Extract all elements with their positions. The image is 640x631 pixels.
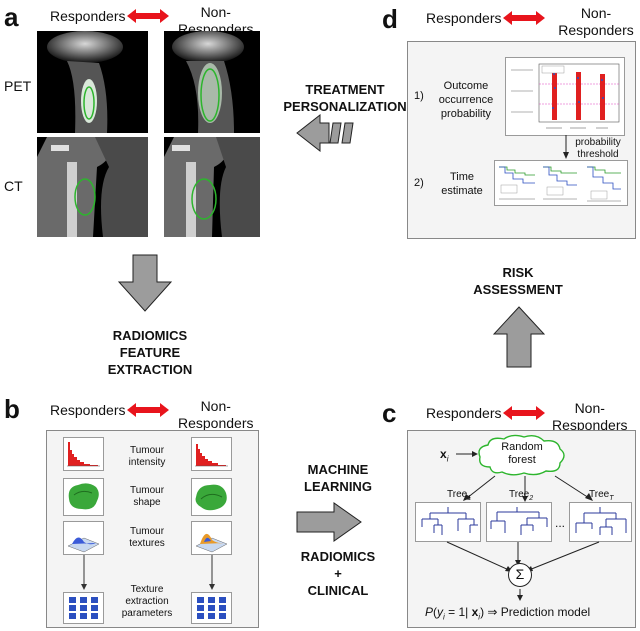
tree-t-box <box>569 502 632 542</box>
panel-d-label: d <box>382 4 398 34</box>
panel-c-nonresponders-label: Non- Responders <box>552 400 628 433</box>
panel-a-label: a <box>4 2 19 32</box>
input-vector-label: xi <box>440 447 449 464</box>
tree-t-label: TreeT <box>589 489 614 502</box>
treatment-personalization-label: TREATMENT PERSONALIZATION <box>283 82 407 114</box>
feature-parameters-label: Texture extraction parameters <box>121 584 173 619</box>
tree-2-box <box>486 502 552 542</box>
survival-curves-box <box>494 160 628 206</box>
texture-plot-responder <box>63 521 104 555</box>
feature-shape-label: Tumour shape <box>129 485 165 508</box>
probability-threshold-label: probability threshold <box>575 137 621 160</box>
random-forest-cloud <box>478 434 565 476</box>
ct-nonresponder-image <box>164 137 260 237</box>
threshold-arrow <box>563 135 569 159</box>
panel-d-double-arrow <box>503 11 545 25</box>
shape-render-nonresponder <box>191 478 232 516</box>
arrow-a-to-b <box>118 254 172 312</box>
step-2-number: 2) <box>414 177 424 189</box>
intensity-histogram-nonresponder <box>191 437 232 471</box>
panel-d-responders-label: Responders <box>426 10 502 26</box>
panel-d-nonresponders-label: Non-Responders <box>558 5 634 38</box>
shape-render-responder <box>63 478 104 516</box>
pet-responder-image <box>37 31 148 133</box>
pet-label: PET <box>4 78 32 94</box>
panel-b-nonresponders-label: Non- Responders <box>178 398 254 431</box>
sum-to-model-arrow <box>517 589 523 601</box>
ct-responder-image <box>37 137 148 237</box>
trees-ellipsis: ... <box>555 516 566 530</box>
prediction-model-formula: P(yi = 1| xi) ⇒ Prediction model <box>425 605 591 622</box>
parameter-grid-responder <box>63 592 104 624</box>
panel-a-responders-label: Responders <box>50 8 126 24</box>
texture-plot-nonresponder <box>191 521 232 555</box>
intensity-histogram-responder <box>63 437 104 471</box>
texture-connector-nonresponder <box>209 555 215 590</box>
panel-c-double-arrow <box>503 406 545 420</box>
panel-b-responders-label: Responders <box>50 402 126 418</box>
panel-c-label: c <box>382 398 397 428</box>
time-estimate-label: Time estimate <box>441 171 483 197</box>
step-1-number: 1) <box>414 90 424 102</box>
panel-c-responders-label: Responders <box>426 405 502 421</box>
sum-circle <box>508 563 532 587</box>
forest-to-trees-arrows <box>463 475 593 502</box>
probability-scatter-plot <box>505 57 625 136</box>
arrow-d-to-a <box>296 114 354 152</box>
feature-intensity-label: Tumour intensity <box>128 445 166 468</box>
ct-label: CT <box>4 178 23 194</box>
radiomics-clinical-label: RADIOMICS + CLINICAL <box>300 549 376 598</box>
texture-connector-responder <box>81 555 87 590</box>
panel-a-double-arrow <box>127 9 169 23</box>
panel-b-double-arrow <box>127 403 169 417</box>
tree-1-box <box>415 502 481 542</box>
machine-learning-label: MACHINE LEARNING <box>304 462 372 494</box>
radiomics-extraction-label: RADIOMICS FEATURE EXTRACTION <box>107 328 193 377</box>
random-forest-label: Random forest <box>501 441 543 466</box>
feature-texture-label: Tumour textures <box>129 526 165 549</box>
input-arrow <box>456 451 478 457</box>
sum-symbol: Σ <box>515 566 525 582</box>
tree-2-label: Tree2 <box>509 489 534 502</box>
arrow-c-to-d <box>493 306 545 368</box>
parameter-grid-nonresponder <box>191 592 232 624</box>
pet-nonresponder-image <box>164 31 260 133</box>
panel-b-label: b <box>4 394 20 424</box>
tree-1-label: Tree1 <box>447 489 472 502</box>
outcome-probability-label: Outcome occurrence probability <box>438 80 494 120</box>
arrow-b-to-c <box>296 502 362 542</box>
risk-assessment-label: RISK ASSESSMENT <box>473 265 563 297</box>
